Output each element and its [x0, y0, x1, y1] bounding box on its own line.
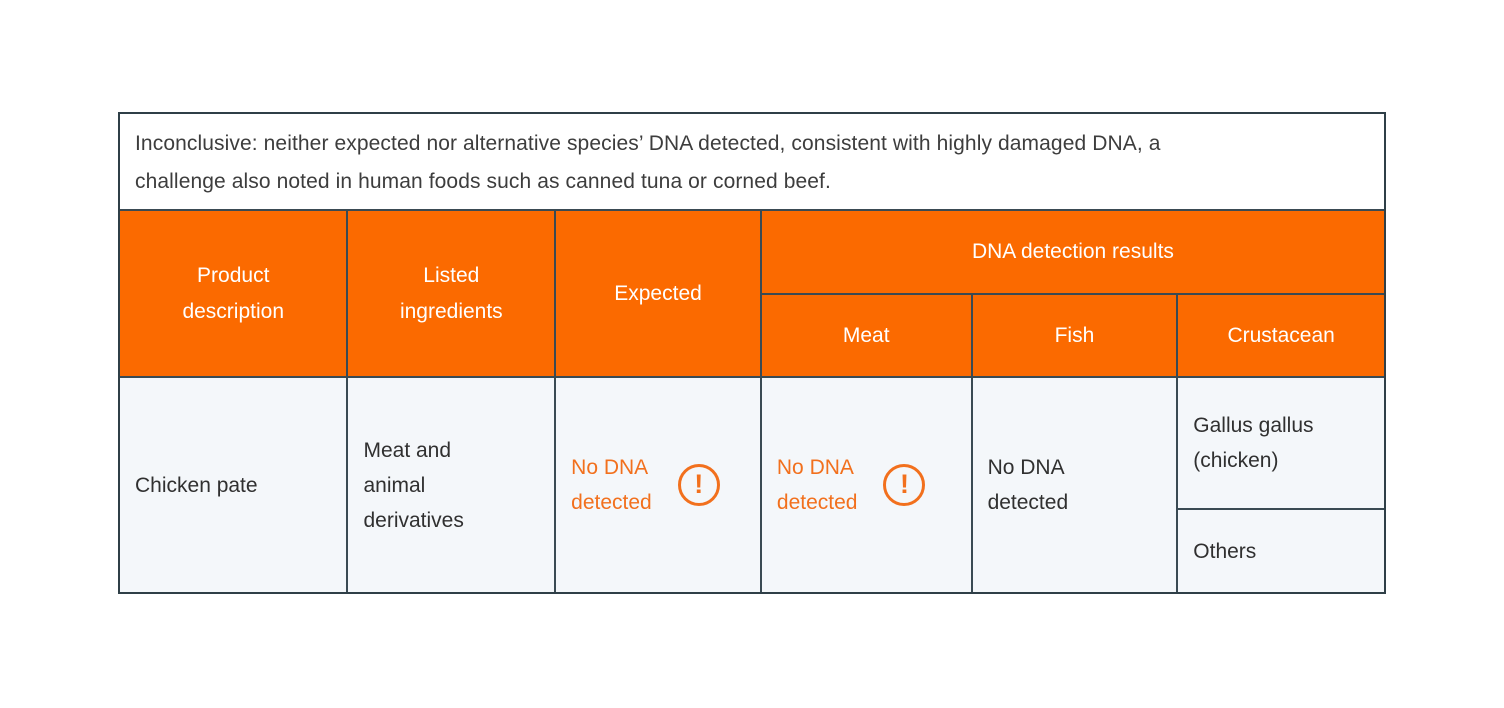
header-cell-crustacean: Crustacean	[1178, 295, 1384, 376]
cell-fish-result: No DNA detected !	[761, 378, 971, 592]
fish-result-text: No DNA detected	[776, 456, 858, 514]
warning-icon: !	[883, 464, 926, 506]
cell-listed-ingredients: Meat and animal derivatives	[348, 378, 555, 592]
cell-product-description: Chicken pate	[120, 378, 347, 592]
dna-results-table: Inconclusive: neither expected nor alter…	[118, 112, 1386, 594]
header-group-dna-detection-results: DNA detection results	[761, 211, 1384, 293]
warning-icon: !	[677, 464, 720, 506]
header-cell-product-description: Product description	[120, 211, 347, 376]
results-grid: Product description Listed ingredients E…	[120, 209, 1384, 592]
header-cell-expected: Expected	[556, 211, 760, 376]
crustacean-result-text: No DNA detected	[987, 456, 1069, 514]
inconclusive-note: Inconclusive: neither expected nor alter…	[120, 114, 1384, 209]
meat-result-text: No DNA detected	[571, 456, 652, 514]
header-cell-listed-ingredients: Listed ingredients	[348, 211, 555, 376]
cell-expected-secondary: Others	[1178, 510, 1384, 592]
cell-meat-result: No DNA detected !	[556, 378, 760, 592]
cell-crustacean-result: No DNA detected	[972, 378, 1177, 592]
header-cell-meat: Meat	[761, 295, 971, 376]
header-cell-fish: Fish	[972, 295, 1177, 376]
cell-expected-primary: Gallus gallus (chicken)	[1178, 378, 1384, 508]
